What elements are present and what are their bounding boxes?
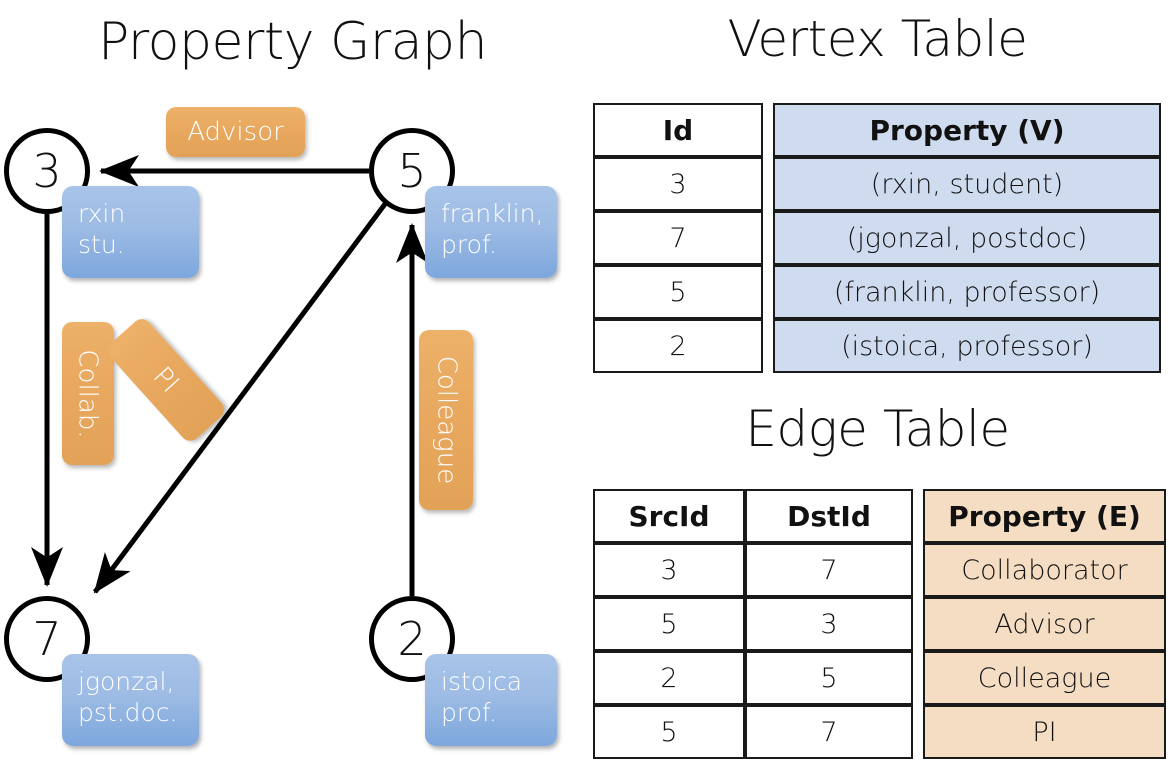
page-title-edge-table: Edge Table [745,400,1010,458]
edge-label-collab-text: Collab. [73,348,103,439]
vertex-cell-property: (istoica, professor) [773,319,1161,373]
vertex-table-header-property: Property (V) [773,103,1161,157]
vertex-cell-id: 5 [593,265,763,319]
edge-label-advisor-text: Advisor [187,117,284,147]
table-row: 7 (jgonzal, postdoc) [593,211,1161,265]
edge-cell-dstid: 3 [745,597,913,651]
edge-label-colleague-text: Colleague [431,355,462,485]
edge-table: SrcId DstId Property (E) 3 7 Collaborato… [593,489,1166,759]
vertex-table: Id Property (V) 3 (rxin, student) 7 (jgo… [593,103,1161,373]
edge-cell-dstid: 7 [745,543,913,597]
vertex-cell-id: 7 [593,211,763,265]
edge-cell-srcid: 2 [593,651,745,705]
edge-cell-property: Colleague [923,651,1166,705]
vertex-table-column-gap [763,103,773,157]
edge-label-colleague: Colleague [419,330,473,510]
table-row: 5 7 PI [593,705,1166,759]
vertex-table-header-id: Id [593,103,763,157]
edge-cell-dstid: 7 [745,705,913,759]
vertex-cell-property: (franklin, professor) [773,265,1161,319]
vertex-table-column-gap [763,157,773,211]
vertex-cell-property: (rxin, student) [773,157,1161,211]
vertex-cell-id: 2 [593,319,763,373]
table-row: 3 (rxin, student) [593,157,1161,211]
edge-table-column-gap [913,543,923,597]
edge-cell-srcid: 3 [593,543,745,597]
graph-node-5[interactable]: 5 [369,128,455,214]
graph-node-2[interactable]: 2 [369,596,455,682]
property-graph-diagram: 3 5 7 2 rxin stu. franklin, prof. jgonza… [4,107,557,746]
edge-table-column-gap [913,489,923,543]
edge-cell-property: Collaborator [923,543,1166,597]
edge-5-to-7-pi [92,202,388,594]
node-property-callout-5: franklin, prof. [425,186,557,278]
edge-cell-dstid: 5 [745,651,913,705]
vertex-table-column-gap [763,265,773,319]
table-row: 2 5 Colleague [593,651,1166,705]
edge-label-advisor: Advisor [166,107,305,157]
edge-table-header-property: Property (E) [923,489,1166,543]
table-row: 5 3 Advisor [593,597,1166,651]
page-title-property-graph: Property Graph [97,12,488,72]
edge-cell-srcid: 5 [593,597,745,651]
table-row: 2 (istoica, professor) [593,319,1161,373]
edge-cell-property: PI [923,705,1166,759]
edge-table-column-gap [913,597,923,651]
node-property-callout-7: jgonzal, pst.doc. [62,654,199,746]
table-row: 3 7 Collaborator [593,543,1166,597]
vertex-cell-id: 3 [593,157,763,211]
edge-label-collab: Collab. [62,322,114,465]
edge-table-header-dstid: DstId [745,489,913,543]
edge-cell-property: Advisor [923,597,1166,651]
graph-edge-lines [31,155,428,596]
edge-table-header-row: SrcId DstId Property (E) [593,489,1166,543]
vertex-table-header-row: Id Property (V) [593,103,1161,157]
edge-label-pi-text: PI [147,361,185,399]
table-row: 5 (franklin, professor) [593,265,1161,319]
node-property-callout-2: istoica prof. [425,654,557,746]
vertex-table-column-gap [763,319,773,373]
edge-cell-srcid: 5 [593,705,745,759]
vertex-table-column-gap [763,211,773,265]
page-title-vertex-table: Vertex Table [727,10,1028,68]
edge-table-header-srcid: SrcId [593,489,745,543]
edge-table-column-gap [913,705,923,759]
vertex-cell-property: (jgonzal, postdoc) [773,211,1161,265]
edge-table-column-gap [913,651,923,705]
node-property-callout-3: rxin stu. [62,186,199,278]
